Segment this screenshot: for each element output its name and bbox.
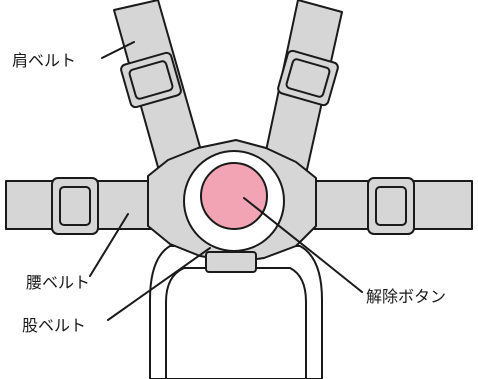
shoulder-belt-left-adjuster (120, 51, 182, 109)
label-crotch-belt: 股ベルト (22, 316, 86, 335)
shoulder-belt-right-adjuster (277, 49, 339, 107)
label-waist-belt: 腰ベルト (26, 273, 90, 292)
release-button[interactable] (183, 150, 285, 252)
label-shoulder-belt: 肩ベルト (12, 51, 76, 70)
label-release-button: 解除ボタン (366, 287, 446, 306)
release-button-core[interactable] (200, 162, 268, 230)
waist-belt-left (5, 177, 157, 235)
waist-belt-right (311, 177, 473, 235)
leader-line-release (243, 197, 363, 293)
leader-line-shoulder (101, 41, 135, 59)
leader-line-crotch (107, 247, 211, 321)
leader-line-waist (89, 213, 129, 277)
crotch-belt (205, 251, 257, 273)
